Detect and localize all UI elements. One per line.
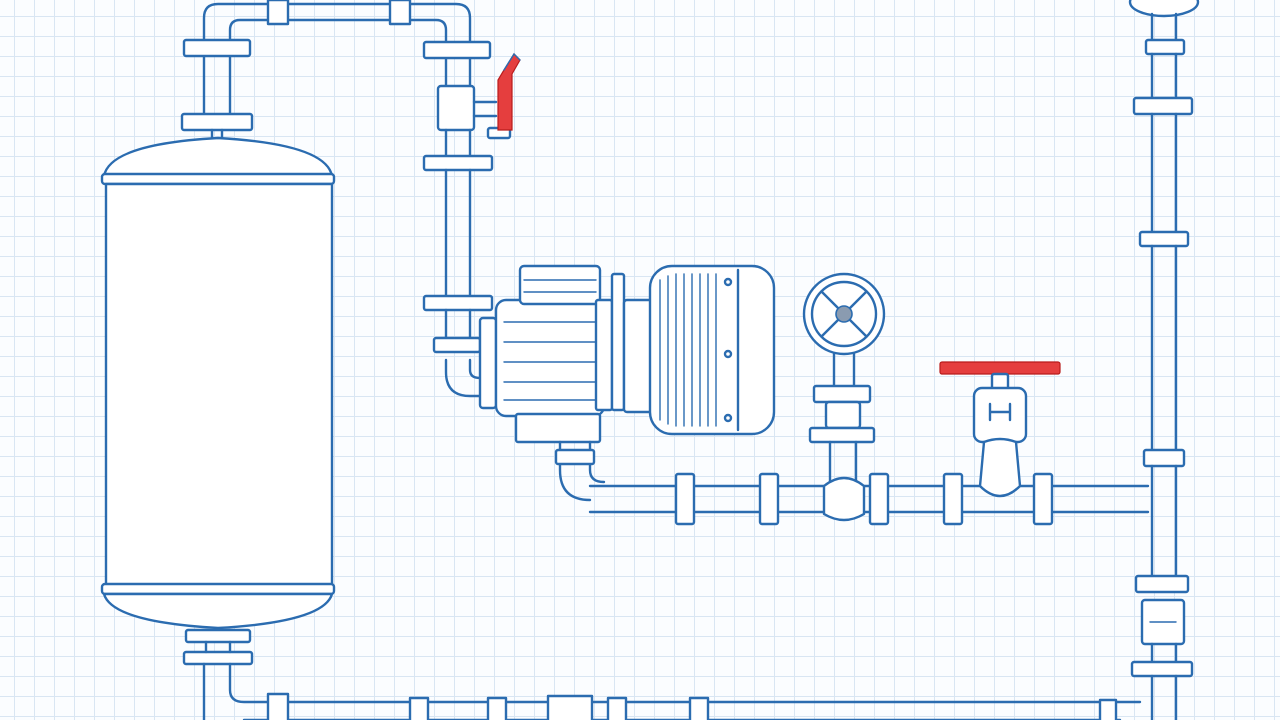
- riser-flange-1: [422, 40, 492, 60]
- centrifugal-pump[interactable]: [478, 264, 776, 502]
- valve-lever-handle[interactable]: [939, 361, 1061, 375]
- pump-coupling-1: [594, 298, 614, 412]
- bottom-pipe-flange-1: [266, 692, 290, 720]
- discharge-pipe: [588, 472, 1150, 526]
- pump-casing-flange: [478, 316, 498, 410]
- storage-tank: [100, 136, 336, 630]
- pump-base: [514, 412, 602, 444]
- discharge-flange-2: [758, 472, 780, 526]
- pump-volute: [494, 298, 606, 418]
- top-loop-pipe: [202, 0, 472, 44]
- pump-discharge-flange: [554, 448, 596, 466]
- pump-coupling-2: [610, 272, 626, 412]
- lever-ball-valve[interactable]: [939, 361, 1061, 498]
- discharge-flange-3: [868, 472, 890, 526]
- bottom-pipe-flange-2: [408, 696, 430, 720]
- riser-flange-3: [422, 294, 494, 312]
- tank-top-flange-2: [180, 112, 254, 132]
- discharge-flange-1: [674, 472, 696, 526]
- right-riser-flange-3: [1138, 230, 1190, 248]
- riser-tee: [436, 84, 476, 132]
- bottom-pipe-flange-6: [1098, 698, 1118, 720]
- top-pipe-coupling-2: [388, 0, 412, 26]
- pump-suction-riser: [422, 40, 512, 398]
- pump-motor: [648, 264, 776, 436]
- tank-bottom-flange-2: [182, 650, 254, 666]
- riser-flange-2: [422, 154, 494, 172]
- inline-meter: [546, 694, 594, 720]
- right-top-fitting: [1128, 0, 1200, 18]
- pump-top-box: [518, 264, 602, 306]
- right-riser-flange-2: [1132, 96, 1194, 116]
- pump-inlet-flange: [432, 336, 482, 354]
- right-riser: [1128, 0, 1200, 720]
- tank-top-flange-1: [182, 38, 252, 58]
- handwheel-gate-valve[interactable]: [802, 272, 886, 522]
- tank-top-riser: [180, 38, 254, 144]
- tank-bottom-flange: [184, 628, 252, 644]
- right-riser-flange-4: [1142, 448, 1186, 468]
- discharge-flange-5: [1032, 472, 1054, 526]
- bottom-return-pipe: [242, 692, 1122, 720]
- bottom-pipe-flange-4: [606, 696, 628, 720]
- drain-valve[interactable]: [497, 52, 521, 131]
- top-pipe-coupling-1: [266, 0, 290, 26]
- bottom-pipe-flange-5: [688, 696, 710, 720]
- right-riser-flange-5: [1134, 574, 1190, 594]
- right-riser-flange-1: [1144, 38, 1186, 56]
- right-riser-flange-6: [1130, 660, 1194, 678]
- tank-bottom-outlet: [182, 628, 1142, 720]
- bottom-pipe-flange-3: [486, 696, 508, 720]
- discharge-flange-4: [942, 472, 964, 526]
